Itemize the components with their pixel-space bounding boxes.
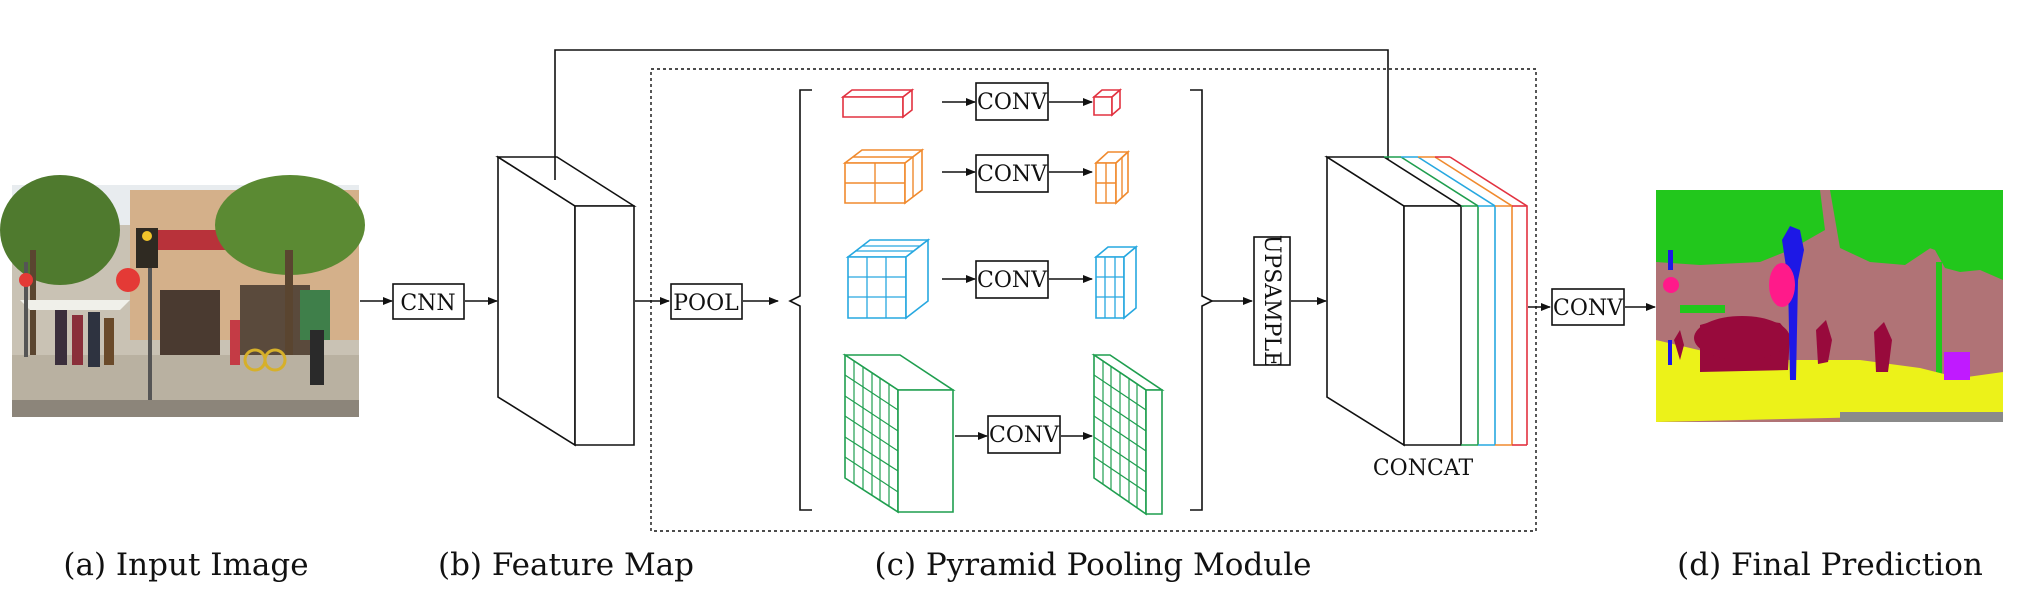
right-bracket: [1190, 89, 1214, 511]
conv-label: CONV: [989, 423, 1060, 448]
prediction-map: [1656, 190, 2003, 422]
upsample-label: UPSAMPLE: [1259, 235, 1284, 367]
conv-box-orange: CONV: [975, 154, 1049, 193]
conv-box-green: CONV: [987, 415, 1061, 454]
conv-block-red: [1091, 88, 1123, 117]
concat-label: CONCAT: [1373, 456, 1474, 481]
feature-map: [495, 155, 637, 447]
left-bracket: [788, 89, 812, 511]
conv-label: CONV: [1553, 296, 1624, 321]
conv-label: CONV: [977, 90, 1048, 115]
skip-connection: [554, 49, 1392, 181]
pooled-block-red: [840, 88, 915, 119]
final-conv-box: CONV: [1551, 288, 1625, 326]
conv-block-orange: [1093, 150, 1131, 205]
upsample-box: UPSAMPLE: [1253, 235, 1291, 367]
cnn-label: CNN: [400, 291, 455, 316]
caption-pyramid-pooling-module: (c) Pyramid Pooling Module: [875, 547, 1312, 583]
input-image: [0, 175, 365, 417]
caption-final-prediction: (d) Final Prediction: [1677, 547, 1983, 583]
conv-box-blue: CONV: [975, 260, 1049, 299]
pooled-block-green: [842, 353, 956, 514]
conv-block-green: [1091, 353, 1165, 516]
pool-box: POOL: [670, 283, 743, 320]
ppm-boundary: [650, 68, 1537, 532]
concat-block: [1324, 155, 1528, 447]
conv-label: CONV: [977, 268, 1048, 293]
conv-block-blue: [1093, 245, 1139, 320]
conv-box-red: CONV: [975, 82, 1049, 121]
pooled-block-orange: [842, 148, 925, 205]
conv-label: CONV: [977, 162, 1048, 187]
pooled-block-blue: [845, 238, 931, 320]
pool-label: POOL: [673, 291, 739, 316]
caption-feature-map: (b) Feature Map: [438, 547, 694, 583]
caption-input-image: (a) Input Image: [63, 547, 308, 583]
cnn-box: CNN: [392, 283, 465, 320]
